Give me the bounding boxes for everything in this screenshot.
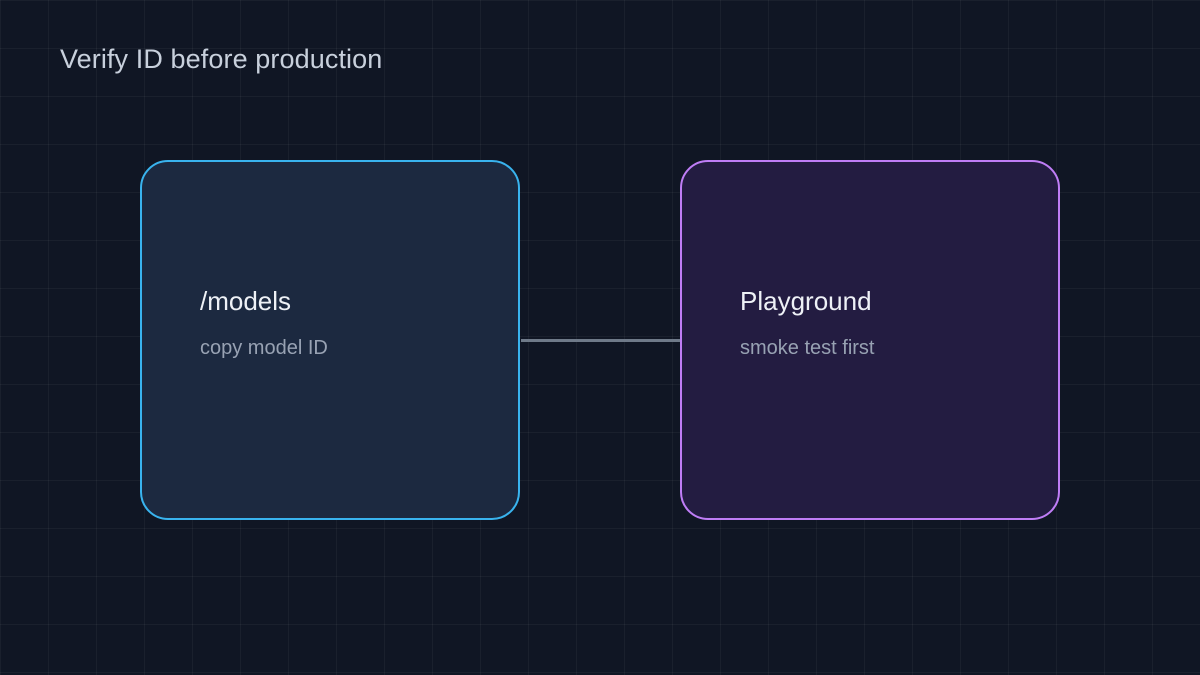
- page-title: Verify ID before production: [60, 44, 383, 74]
- node-subtitle: smoke test first: [740, 337, 875, 359]
- connector-line: [521, 339, 680, 342]
- node-title: Playground: [740, 286, 872, 316]
- node-models: /models copy model ID: [140, 160, 520, 520]
- node-playground: Playground smoke test first: [680, 160, 1060, 520]
- node-subtitle: copy model ID: [200, 337, 328, 359]
- node-title: /models: [200, 286, 292, 316]
